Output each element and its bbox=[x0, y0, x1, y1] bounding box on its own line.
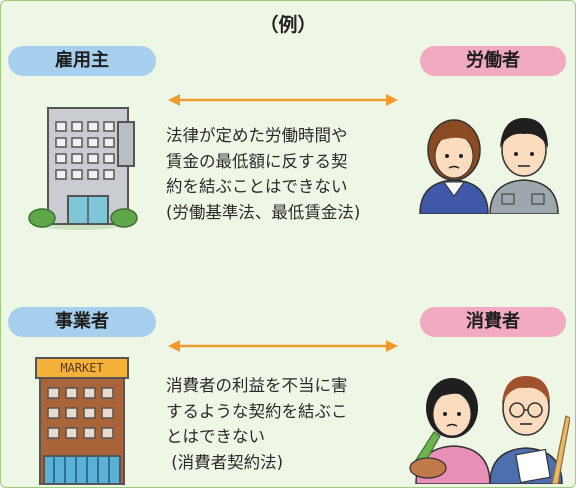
rule-line: 消費者の利益を不当に害 bbox=[166, 376, 348, 395]
consumer-rule-text: 消費者の利益を不当に害 するような契約を結ぶこ とはできない (消費者契約法) bbox=[166, 373, 348, 475]
rule-line: とはできない bbox=[166, 427, 265, 447]
double-arrow-icon bbox=[168, 94, 398, 106]
consumers-icon bbox=[409, 376, 570, 484]
double-arrow-icon bbox=[168, 340, 398, 352]
employer-label: 雇用主 bbox=[8, 46, 156, 76]
business-label: 事業者 bbox=[8, 307, 156, 337]
rule-line: 法律が定めた労働時間や bbox=[166, 126, 348, 145]
market-sign-text: MARKET bbox=[60, 361, 104, 375]
rule-line: (消費者契約法) bbox=[166, 452, 284, 472]
consumer-label: 消費者 bbox=[420, 307, 566, 337]
workers-icon bbox=[419, 118, 559, 214]
office-building-icon bbox=[28, 107, 138, 230]
rule-line: するような契約を結ぶこ bbox=[166, 401, 348, 421]
rule-line: (労働基準法、最低賃金法) bbox=[166, 202, 361, 222]
worker-label: 労働者 bbox=[420, 46, 566, 76]
employment-rule-text: 法律が定めた労働時間や 賃金の最低額に反する契 約を結ぶことはできない (労働基… bbox=[166, 123, 360, 225]
panel-title: （例） bbox=[259, 14, 317, 36]
rule-line: 賃金の最低額に反する契 bbox=[166, 151, 348, 171]
market-building-icon: MARKET bbox=[34, 356, 130, 486]
rule-line: 約を結ぶことはできない bbox=[166, 177, 348, 197]
